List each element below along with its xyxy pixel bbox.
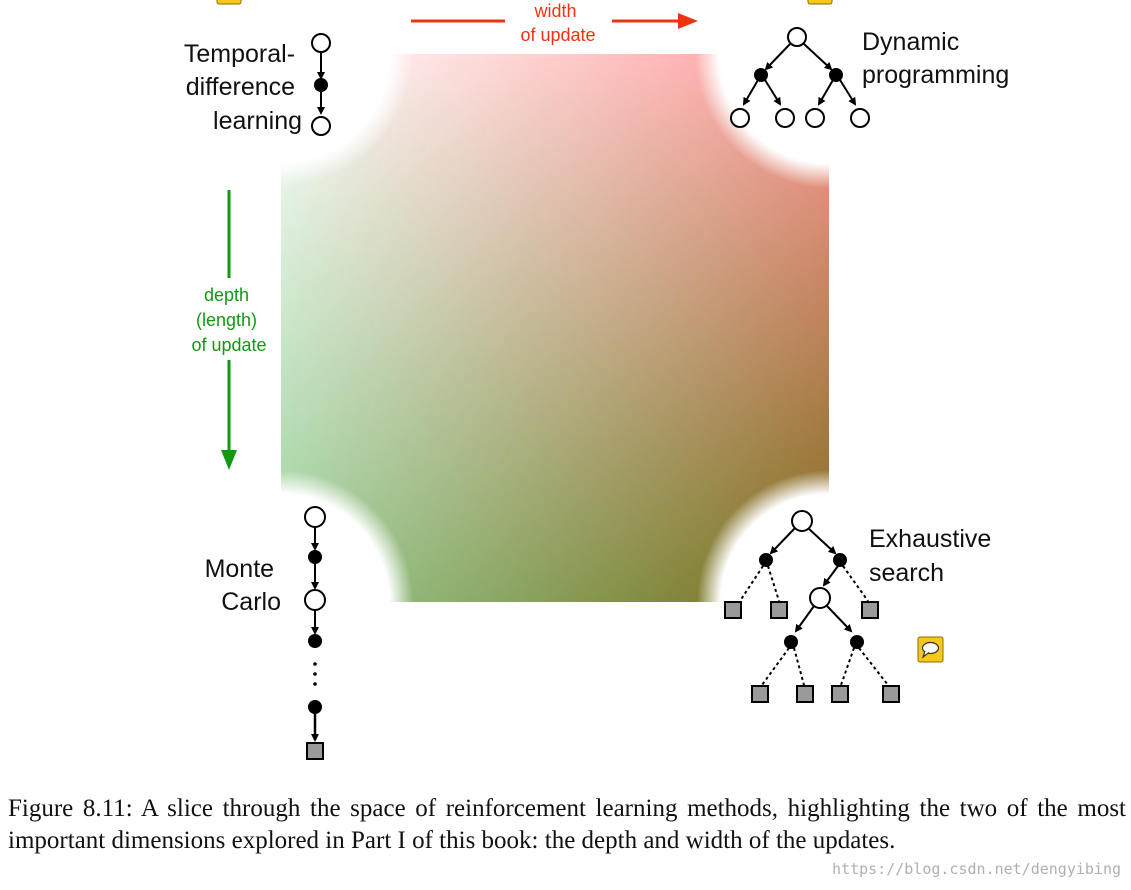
dp-label: Dynamic programming (862, 28, 1009, 89)
mc-label: Monte Carlo (205, 555, 281, 616)
comment-icon[interactable] (216, 0, 242, 5)
mc-backup-diagram (304, 506, 326, 760)
comment-icon[interactable] (917, 636, 944, 663)
td-backup-diagram (311, 33, 331, 136)
es-backup-diagram (724, 510, 900, 703)
rl-methods-diagram: width of update depth (length) of update… (184, 0, 1009, 760)
gradient-square (281, 54, 829, 602)
comment-icon[interactable] (807, 0, 833, 5)
width-arrow: width of update (411, 1, 698, 45)
figure-caption: Figure 8.11: A slice through the space o… (8, 795, 1126, 854)
dp-backup-diagram (730, 27, 870, 128)
depth-arrow-label: depth (length) of update (191, 285, 266, 355)
td-label: Temporal- difference learning (184, 40, 302, 135)
depth-arrow: depth (length) of update (191, 190, 267, 470)
watermark-url: https://blog.csdn.net/dengyibing (832, 860, 1121, 878)
width-arrow-label: width of update (520, 1, 595, 45)
es-label: Exhaustive search (869, 525, 998, 587)
